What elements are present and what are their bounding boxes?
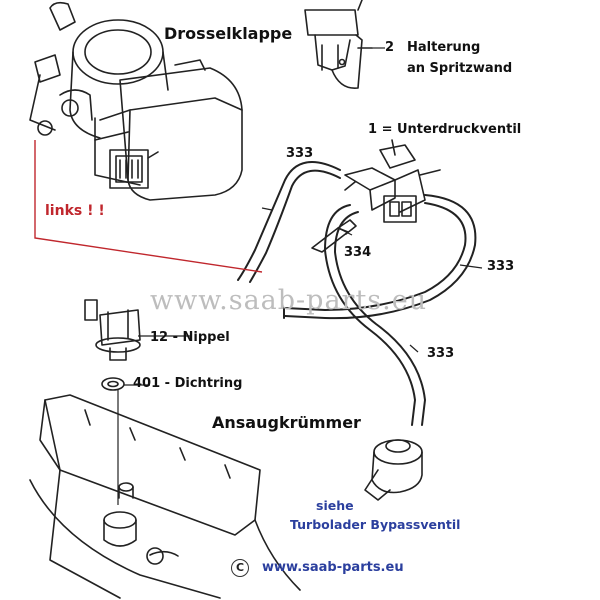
hose-333-label-top: 333: [286, 146, 314, 161]
intake-manifold-drawing: [29, 394, 301, 599]
part2-number-label: 2: [385, 40, 395, 55]
intake-manifold-label: Ansaugkrümmer: [212, 413, 361, 432]
part2-name2-label: an Spritzwand: [407, 61, 513, 76]
watermark: www.saab-parts.eu: [150, 285, 428, 316]
nipple-drawing: [84, 299, 141, 361]
connector-334-drawing: [311, 219, 357, 253]
part-334-label: 334: [344, 245, 372, 260]
throttle-body-drawing: [29, 1, 243, 201]
hose-333-label-bottom: 333: [427, 346, 455, 361]
vacuum-valve-drawing: [344, 139, 441, 223]
see-note-line1: siehe: [316, 498, 354, 513]
bracket-drawing: [304, 0, 373, 89]
copyright-icon: C: [231, 559, 249, 577]
website-link[interactable]: www.saab-parts.eu: [262, 560, 404, 575]
throttle-body-label: Drosselklappe: [164, 24, 293, 43]
bypass-valve-drawing: [364, 439, 423, 501]
red-leader-line: [34, 140, 263, 273]
part2-name-label: Halterung: [407, 40, 481, 55]
see-note-line2: Turbolader Bypassventil: [290, 517, 461, 532]
part12-label: 12 - Nippel: [150, 330, 230, 345]
hose-333-label-right: 333: [487, 259, 515, 274]
part1-label: 1 = Unterdruckventil: [368, 122, 522, 137]
hoses-drawing: [237, 161, 477, 426]
part401-label: 401 - Dichtring: [133, 376, 243, 391]
seal-ring-drawing: [101, 377, 125, 391]
leader-lines: [117, 47, 483, 505]
links-note: links ! !: [45, 203, 105, 219]
